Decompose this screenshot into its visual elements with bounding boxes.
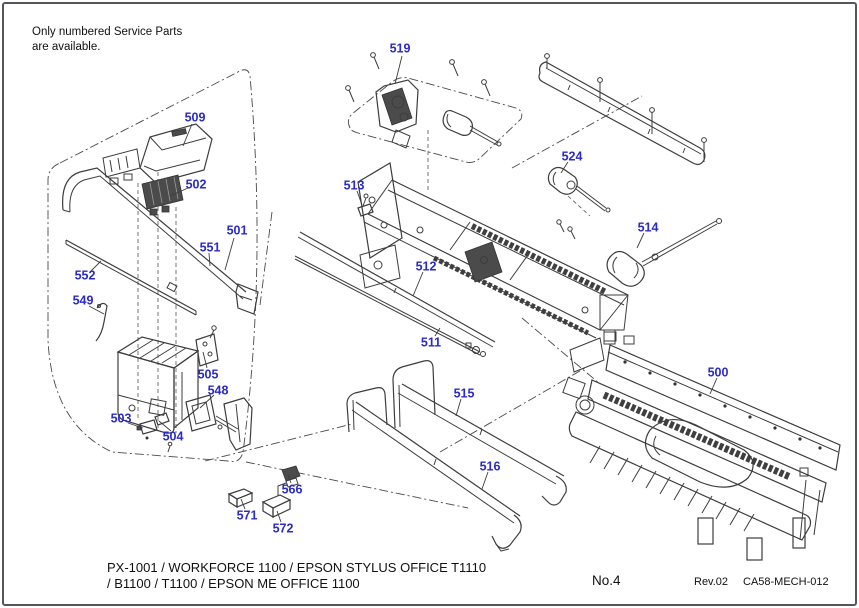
part-callout-571: 571 <box>237 509 258 523</box>
part-callout-516: 516 <box>480 460 501 474</box>
note-line-1: Only numbered Service Parts <box>32 26 183 38</box>
callouts-layer: 509 502 501 551 552 549 503 504 505 548 566 571 572 5… <box>73 42 729 536</box>
leader-line-503 <box>127 422 144 429</box>
part-callout-511: 511 <box>421 336 441 350</box>
part-514-roller-drawing <box>606 218 722 287</box>
part-509-cover-drawing <box>139 123 213 184</box>
part-516-frame-drawing <box>346 387 522 552</box>
leader-line-551 <box>208 252 211 267</box>
part-callout-501: 501 <box>227 224 248 238</box>
leader-line-500 <box>709 377 718 395</box>
part-566-drawing <box>281 465 301 488</box>
leader-line-509 <box>182 123 193 147</box>
leader-line-572 <box>276 510 282 523</box>
revision-label: Rev.02 <box>694 576 729 588</box>
part-main-frame-drawing <box>357 162 629 345</box>
part-513-drawing <box>357 193 374 217</box>
part-callout-552: 552 <box>75 269 96 283</box>
part-501-bracket-drawing <box>235 283 259 315</box>
leader-line-504 <box>158 420 172 432</box>
part-callout-503: 503 <box>111 412 132 426</box>
leader-line-514 <box>636 232 645 249</box>
part-512-bar-drawing <box>297 231 496 348</box>
part-552-rail-drawing <box>65 239 197 316</box>
leader-lines-layer <box>88 55 718 523</box>
model-title-line-1: PX-1001 / WORKFORCE 1100 / EPSON STYLUS … <box>107 560 487 575</box>
part-504-drawing <box>154 412 173 453</box>
part-callout-500: 500 <box>708 366 729 380</box>
leader-line-501 <box>224 237 235 271</box>
part-upper-bracket-drawing <box>102 148 141 185</box>
part-callout-505: 505 <box>198 368 219 382</box>
leader-line-552 <box>90 260 102 272</box>
part-505-plate-drawing <box>195 325 219 367</box>
part-503-drawing <box>136 419 158 440</box>
part-callout-549: 549 <box>73 294 94 308</box>
leader-line-549 <box>88 305 105 315</box>
leader-line-511 <box>434 327 441 337</box>
part-callout-572: 572 <box>273 522 294 536</box>
leader-line-571 <box>240 498 246 510</box>
model-title-line-2: / B1100 / T1100 / EPSON ME OFFICE 1100 <box>107 576 360 591</box>
part-callout-548: 548 <box>208 384 229 398</box>
part-524-roller-drawing <box>547 166 611 240</box>
leader-line-524 <box>560 161 569 174</box>
part-515-frame-drawing <box>392 360 567 506</box>
left-assembly-boundary <box>47 69 258 463</box>
screw-icons-519 <box>345 52 491 103</box>
part-callout-566: 566 <box>282 483 303 497</box>
part-callout-512: 512 <box>416 260 437 274</box>
part-callout-509: 509 <box>185 111 206 125</box>
part-callout-524: 524 <box>562 150 583 164</box>
part-551-guide-drawing <box>62 167 259 315</box>
sheet-number: No.4 <box>592 573 621 588</box>
leader-line-516 <box>481 471 489 490</box>
part-511-shaft-drawing <box>294 255 486 357</box>
leader-line-512 <box>412 271 424 297</box>
part-548-plate-drawing <box>185 394 253 451</box>
part-572-bracket-drawing <box>261 482 292 519</box>
part-top-rail-drawing <box>538 53 707 166</box>
leader-line-502 <box>169 187 189 197</box>
note-line-2: are available. <box>32 41 101 53</box>
part-callout-515: 515 <box>454 387 475 401</box>
paper-guide-hatching <box>589 445 755 532</box>
part-500-assembly-drawing <box>562 331 841 561</box>
part-callout-519: 519 <box>390 42 411 56</box>
part-519-motor-group-drawing <box>345 52 523 163</box>
part-callout-551: 551 <box>200 241 221 255</box>
leader-line-513 <box>356 190 363 206</box>
leader-line-515 <box>455 398 462 417</box>
document-code: CA58-MECH-012 <box>743 576 829 588</box>
part-callout-514: 514 <box>638 221 659 235</box>
leader-line-519 <box>394 55 403 85</box>
part-571-bracket-drawing <box>227 488 254 509</box>
service-parts-note: Only numbered Service Parts are availabl… <box>32 25 182 55</box>
part-callout-502: 502 <box>186 178 207 192</box>
part-502-printhead-drawing <box>141 174 184 216</box>
projection-lines <box>137 130 429 433</box>
screw-icons-rail <box>544 53 707 162</box>
part-549-tube-drawing <box>95 302 108 342</box>
leader-line-505 <box>202 351 208 369</box>
part-callout-504: 504 <box>163 430 184 444</box>
leader-line-548 <box>199 394 215 409</box>
assembly-axis-lines <box>204 95 643 509</box>
leader-line-566 <box>287 474 292 484</box>
part-callout-513: 513 <box>344 179 365 193</box>
model-title: PX-1001 / WORKFORCE 1100 / EPSON STYLUS … <box>107 560 486 592</box>
